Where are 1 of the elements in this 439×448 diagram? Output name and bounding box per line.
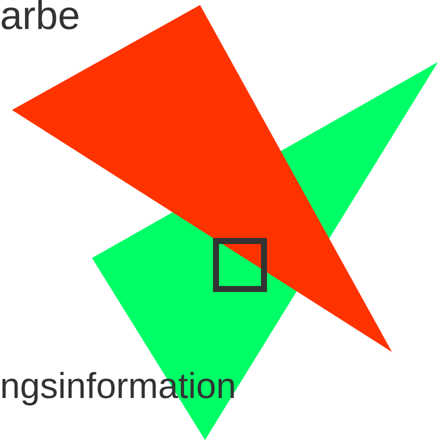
label-text: arbe <box>0 0 80 36</box>
